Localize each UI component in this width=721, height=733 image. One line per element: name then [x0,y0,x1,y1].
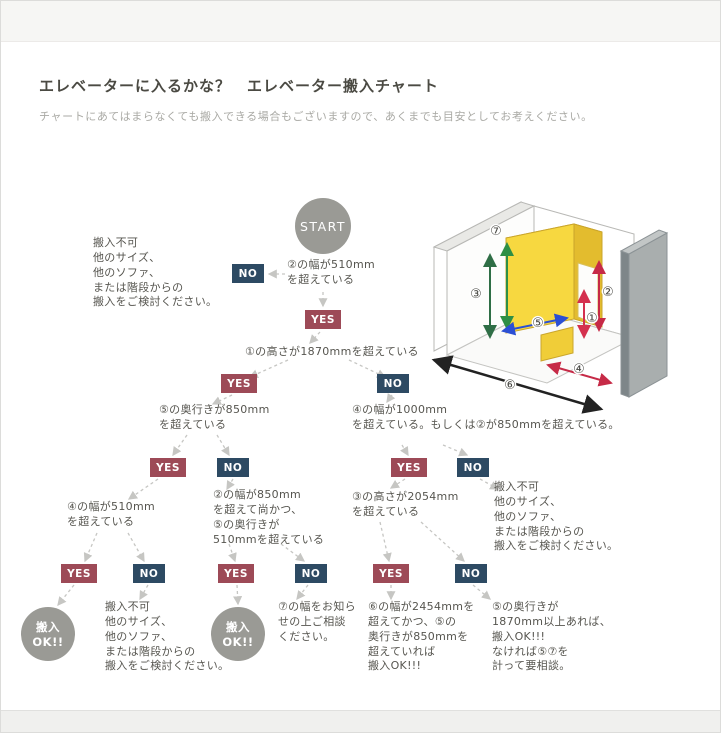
flow-connectors [57,269,500,607]
outcome-not-possible-top: 搬入不可 他のサイズ、 他のソファ、 または階段からの 搬入をご検討ください。 [93,236,218,309]
no-badge-5: NO [295,564,327,583]
marker-1-label: ① [586,311,598,326]
question-width2-510: ②の幅が510mm を超えている [287,258,375,286]
yes-badge-7: YES [373,564,409,583]
question-height3-2054: ③の高さが2054mm を超えている [352,490,459,518]
dimension-arrow-7: ⑦ [489,223,514,330]
no-badge-4: NO [133,564,165,583]
ok-node-1: 搬入OK!! [21,607,75,661]
start-node: START [295,198,351,254]
elevator-door-panel [619,229,669,398]
marker-5-label: ⑤ [532,316,544,331]
question-width4-510: ④の幅が510mm を超えている [67,500,155,528]
yes-badge-1: YES [305,310,341,329]
no-badge-1: NO [232,264,264,283]
bottom-margin-band [1,710,720,732]
marker-2-label: ② [602,285,614,300]
question-width4-1000: ④の幅が1000mm を超えている。もしくは②が850mmを超えている。 [352,403,620,431]
car-door-opening [577,262,599,326]
question-width2-850-depth5-510: ②の幅が850mm を超えて尚かつ、 ⑤の奥行きが 510mmを超えている [213,488,325,546]
yes-badge-2: YES [221,374,257,393]
dimension-arrow-1: ① [577,289,599,339]
dimension-arrow-5: ⑤ [501,313,569,336]
elevator-shaft [432,201,636,384]
outcome-ok-if-depth5: ⑤の奥行きが 1870mm以上あれば、 搬入OK!!! なければ⑤⑦を 計って要… [492,600,612,673]
elevator-illustration: ⑦ ③ ② ① ⑤ [431,201,669,414]
outcome-consult-width7: ⑦の幅をお知ら せの上ご相談 ください。 [278,600,356,643]
outcome-not-possible-bottom-left: 搬入不可 他のサイズ、 他のソファ、 または階段からの 搬入をご検討ください。 [105,600,230,673]
marker-4-label: ④ [573,362,585,377]
no-badge-7: NO [455,564,487,583]
ok-node-2: 搬入OK!! [211,607,265,661]
outcome-ok-if-width6: ⑥の幅が2454mmを 超えてかつ、⑤の 奥行きが850mmを 超えていれば 搬… [368,600,475,673]
no-badge-3: NO [217,458,249,477]
no-badge-6: NO [457,458,489,477]
question-depth5-850: ⑤の奥行きが850mm を超えている [159,403,270,431]
question-height1-1870: ①の高さが1870mmを超えている [245,345,419,358]
dimension-arrow-4: ④ [546,361,613,387]
yes-badge-6: YES [391,458,427,477]
outcome-not-possible-right: 搬入不可 他のサイズ、 他のソファ、 または階段からの 搬入をご検討ください。 [494,480,619,553]
yes-badge-3: YES [150,458,186,477]
car-door-flap [540,326,574,362]
top-margin-band [1,1,720,42]
yes-badge-4: YES [61,564,97,583]
dimension-arrows: ⑦ ③ ② ① ⑤ [431,223,615,414]
marker-3-label: ③ [470,287,482,302]
elevator-car [505,223,603,362]
page-title: エレベーターに入るかな？ エレベーター搬入チャート [39,77,439,95]
dimension-arrow-6: ⑥ [431,355,604,414]
yes-badge-5: YES [218,564,254,583]
marker-6-label: ⑥ [504,378,516,393]
dimension-arrow-2: ② [592,260,615,332]
dimension-arrow-3: ③ [469,253,497,339]
no-badge-2: NO [377,374,409,393]
marker-7-label: ⑦ [490,224,502,239]
page-subtitle: チャートにあてはまらなくても搬入できる場合もございますので、あくまでも目安として… [39,110,593,123]
